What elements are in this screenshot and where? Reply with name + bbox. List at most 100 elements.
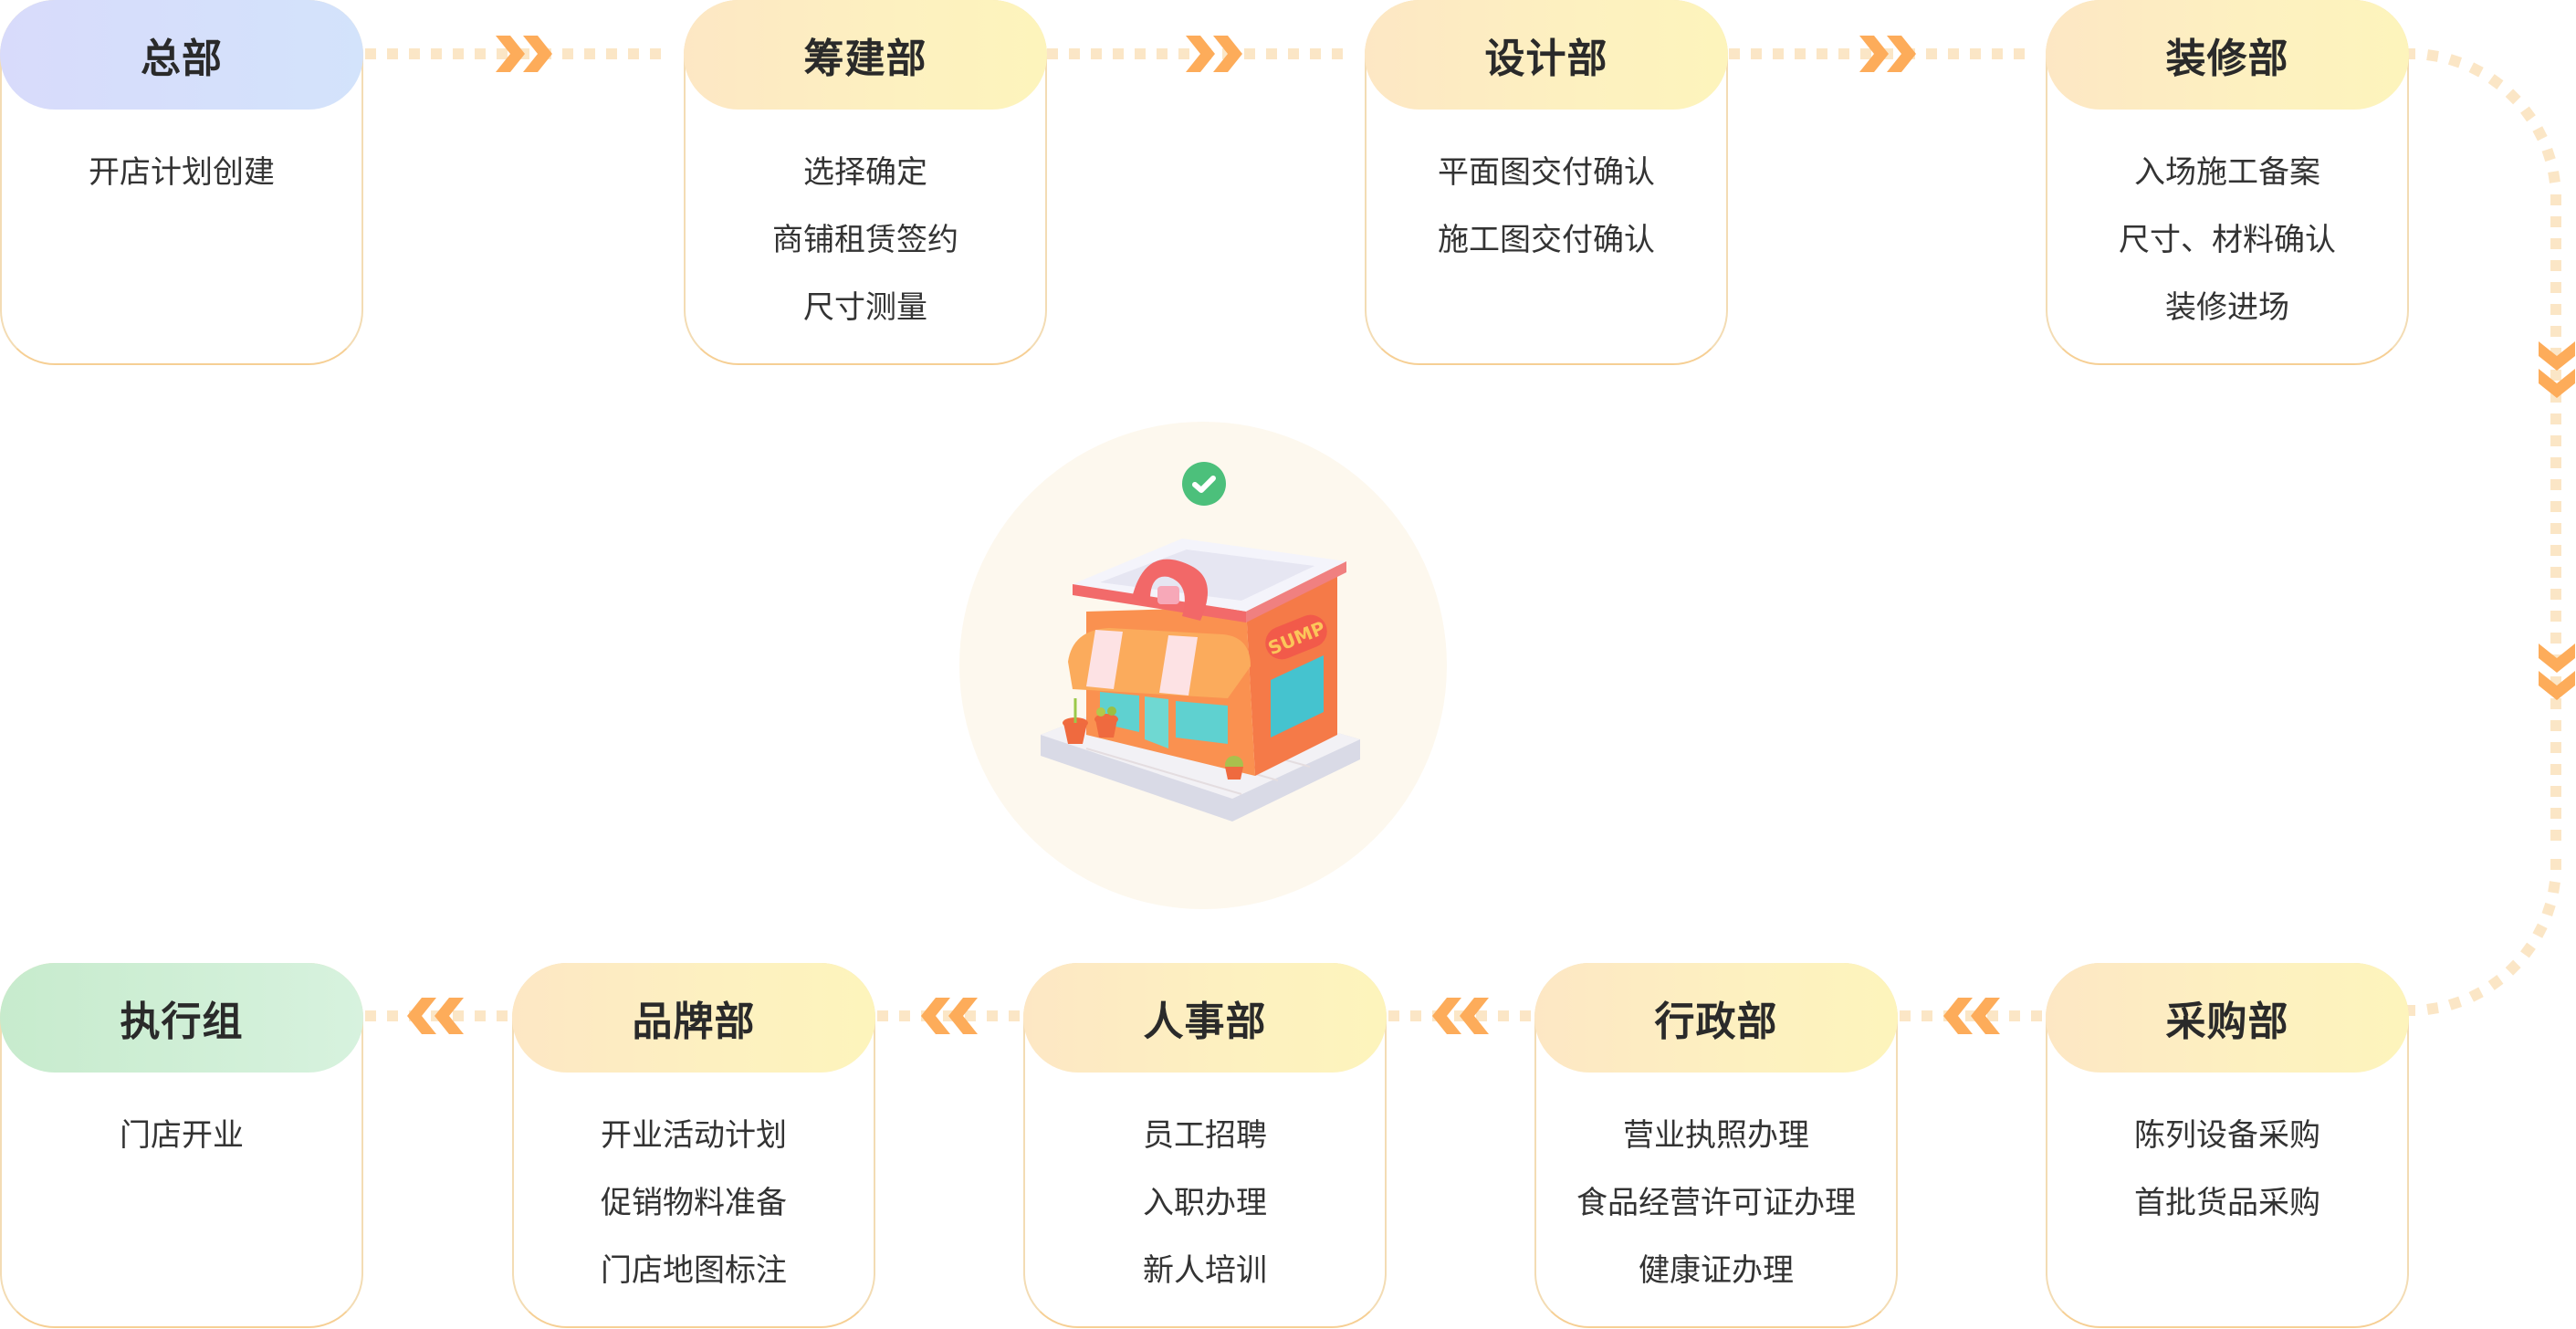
connector-dot — [2550, 282, 2561, 293]
connector-dot — [899, 1010, 910, 1021]
chevron-layer — [407, 36, 2575, 1034]
task-item: 开店计划创建 — [89, 154, 275, 191]
step-card-design: 设计部 平面图交付确认 施工图交付确认 — [1365, 0, 1728, 365]
connector-dot — [2548, 171, 2560, 183]
chevron-right-icon — [1186, 36, 1242, 72]
connector-dot — [1410, 1010, 1421, 1021]
task-item: 食品经营许可证办理 — [1576, 1185, 1856, 1221]
connector-dot — [2505, 89, 2521, 105]
connector-dot — [965, 1010, 976, 1021]
connector-dot — [431, 48, 442, 59]
connector-dot — [650, 48, 661, 59]
connector-dot — [1476, 1010, 1487, 1021]
connector-dot — [2550, 457, 2561, 468]
connector-dot — [2550, 567, 2561, 578]
task-item: 入场施工备案 — [2134, 154, 2320, 191]
task-item: 平面图交付确认 — [1438, 154, 1655, 191]
connector-dot — [2541, 902, 2556, 917]
connector-dot — [2550, 720, 2561, 731]
connector-dot — [1729, 48, 1740, 59]
connector-dot — [2532, 126, 2548, 141]
task-item: 门店地图标注 — [601, 1252, 787, 1289]
connector-dot — [2550, 304, 2561, 315]
connector-dot — [1838, 48, 1849, 59]
chevron-right-icon — [496, 36, 552, 72]
chevron-right-icon — [1859, 36, 1916, 72]
connector-dot — [628, 48, 639, 59]
connector-dot — [1992, 48, 2003, 59]
connector-dot — [2014, 48, 2025, 59]
step-card-administration: 行政部 营业执照办理 食品经营许可证办理 健康证办理 — [1534, 963, 1898, 1328]
task-list: 开业活动计划 促销物料准备 门店地图标注 — [514, 1102, 874, 1304]
connector-dot — [2550, 370, 2561, 381]
connector-dot — [2550, 545, 2561, 556]
step-card-renovation: 装修部 入场施工备案 尺寸、材料确认 装修进场 — [2046, 0, 2409, 365]
connector-dot — [1332, 48, 1343, 59]
connector-dot — [2550, 698, 2561, 709]
connector-dot — [2487, 975, 2504, 990]
connector-dot — [1388, 1010, 1399, 1021]
connector-dot — [2550, 742, 2561, 753]
connector-dot — [1900, 1010, 1911, 1021]
connector-dot — [1817, 48, 1827, 59]
connector-dot — [2550, 764, 2561, 775]
task-item: 营业执照办理 — [1623, 1117, 1809, 1154]
connector-dot — [2550, 589, 2561, 600]
step-card-headquarters: 总部 开店计划创建 — [0, 0, 363, 365]
connector-dot — [1970, 48, 1981, 59]
task-list: 员工招聘 入职办理 新人培训 — [1025, 1102, 1385, 1304]
connector-dot — [2009, 1010, 2020, 1021]
chevron-left-icon — [1432, 998, 1489, 1034]
connector-dot — [1266, 48, 1277, 59]
connector-dot — [1069, 48, 1080, 59]
connector-dot — [453, 1010, 464, 1021]
connector-dot — [1157, 48, 1168, 59]
connector-dot — [453, 48, 464, 59]
connector-dot — [2426, 1002, 2439, 1015]
connector-dot — [584, 48, 595, 59]
connector-dot — [1113, 48, 1124, 59]
card-header: 设计部 — [1365, 0, 1728, 110]
card-header: 执行组 — [0, 963, 363, 1073]
connector-dot — [365, 48, 376, 59]
task-item: 促销物料准备 — [601, 1185, 787, 1221]
connector-dot — [2447, 54, 2463, 68]
connector-dot — [2550, 611, 2561, 622]
connector-dot — [2505, 959, 2521, 976]
task-list: 门店开业 — [2, 1102, 361, 1169]
connector-dot — [1751, 48, 1762, 59]
task-item: 尺寸、材料确认 — [2119, 222, 2336, 258]
connector-dot — [2550, 238, 2561, 249]
connector-dot — [2550, 523, 2561, 534]
connector-dot — [1091, 48, 1102, 59]
connector-dot — [475, 48, 486, 59]
connector-dot — [2550, 413, 2561, 424]
connector-dot — [2550, 216, 2561, 227]
task-item: 首批货品采购 — [2134, 1185, 2320, 1221]
connector-dot — [2031, 1010, 2042, 1021]
step-card-procurement: 采购部 陈列设备采购 首批货品采购 — [2046, 963, 2409, 1328]
task-item: 陈列设备采购 — [2134, 1117, 2320, 1154]
connector-dot — [365, 1010, 376, 1021]
connector-dot — [1047, 48, 1058, 59]
task-item: 装修进场 — [2165, 289, 2289, 326]
connector-dot — [1520, 1010, 1531, 1021]
card-header: 品牌部 — [512, 963, 875, 1073]
task-item: 健康证办理 — [1639, 1252, 1794, 1289]
connector-dot — [606, 48, 617, 59]
connector-dot — [409, 48, 420, 59]
connector-dot — [1498, 1010, 1509, 1021]
connector-dot — [1178, 48, 1189, 59]
task-item: 开业活动计划 — [601, 1117, 787, 1154]
task-list: 入场施工备案 尺寸、材料确认 装修进场 — [2047, 139, 2407, 341]
task-list: 营业执照办理 食品经营许可证办理 健康证办理 — [1536, 1102, 1896, 1304]
connector-dot — [1009, 1010, 1020, 1021]
task-item: 入职办理 — [1143, 1185, 1267, 1221]
connector-dot — [2520, 942, 2536, 958]
connector-dot — [1987, 1010, 1998, 1021]
connector-dot — [2550, 830, 2561, 841]
task-item: 员工招聘 — [1143, 1117, 1267, 1154]
connector-dot — [1244, 48, 1255, 59]
connector-dot — [2550, 859, 2561, 870]
card-header: 采购部 — [2046, 963, 2409, 1073]
